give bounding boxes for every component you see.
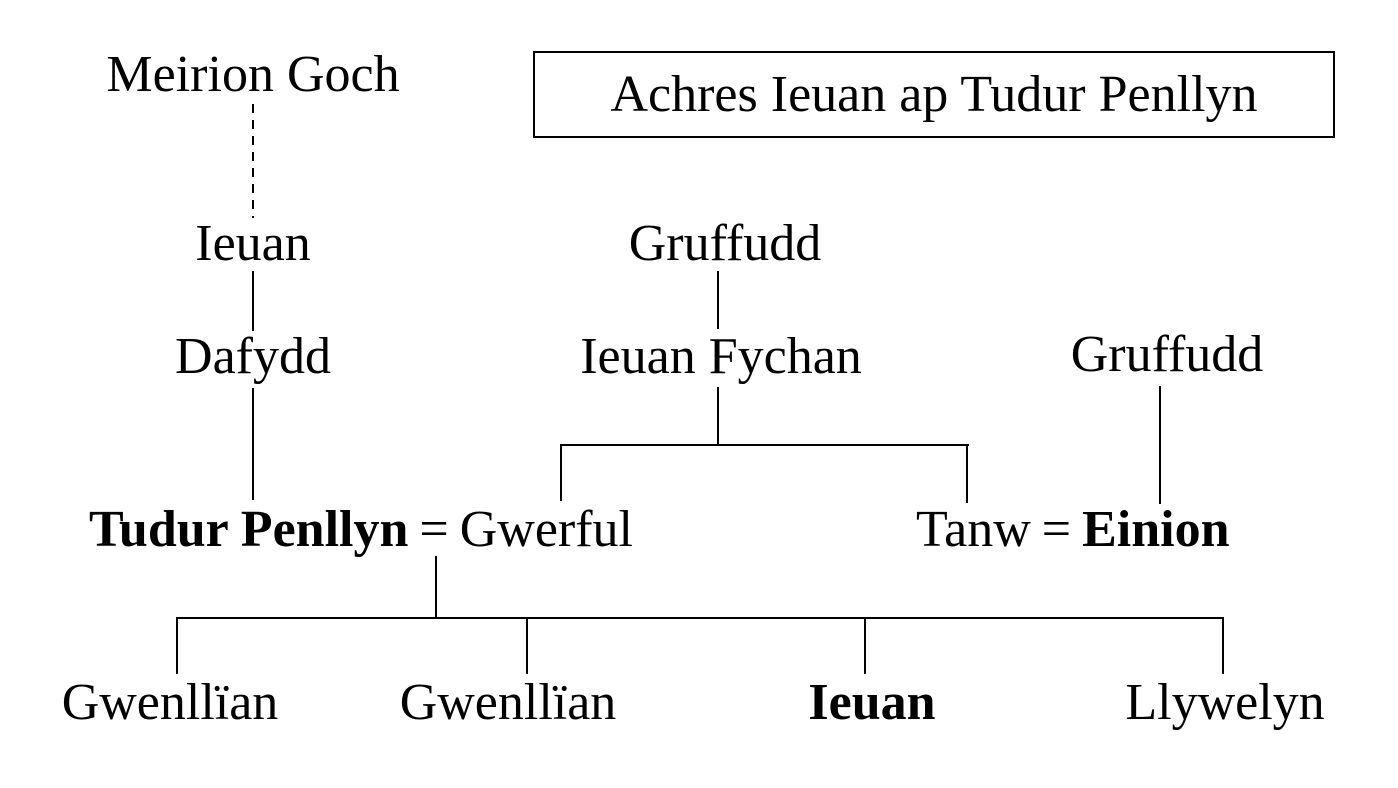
person-tudur-penllyn: Tudur Penllyn bbox=[89, 501, 409, 558]
edge-bracket-to-tanw bbox=[966, 446, 968, 503]
edge-bracket-to-llywelyn bbox=[1222, 619, 1224, 674]
diagram-title: Achres Ieuan ap Tudur Penllyn bbox=[610, 66, 1258, 123]
person-ieuan-elder: Ieuan bbox=[195, 215, 311, 272]
edge-ieuan-to-dafydd bbox=[252, 271, 254, 331]
edge-marriage-stem bbox=[435, 556, 437, 617]
bracket-ieuan-fychan-children bbox=[560, 444, 969, 446]
edge-gruffudd-to-einion bbox=[1159, 386, 1161, 504]
person-dafydd: Dafydd bbox=[175, 328, 331, 385]
edge-ieuan-fychan-stem bbox=[717, 387, 719, 444]
person-llywelyn: Llywelyn bbox=[1125, 674, 1325, 731]
edge-bracket-to-gwenllian-second bbox=[526, 619, 528, 674]
person-einion: Einion bbox=[1082, 501, 1230, 558]
marriage-equals-sign-right: = bbox=[1041, 501, 1072, 558]
marriage-equals-sign-left: = bbox=[419, 501, 449, 558]
marriage-tudur-gwerful: Tudur Penllyn=Gwerful bbox=[89, 501, 633, 558]
person-ieuan-fychan: Ieuan Fychan bbox=[580, 328, 862, 385]
edge-gruffudd-to-ieuan-fychan bbox=[717, 271, 719, 329]
person-ieuan-younger: Ieuan bbox=[808, 674, 936, 731]
bracket-children bbox=[176, 617, 1224, 619]
title-box: Achres Ieuan ap Tudur Penllyn bbox=[533, 51, 1335, 138]
marriage-tanw-einion: Tanw=Einion bbox=[916, 501, 1230, 558]
person-tanw: Tanw bbox=[916, 501, 1031, 558]
edge-bracket-to-ieuan-younger bbox=[864, 619, 866, 674]
person-meirion-goch: Meirion Goch bbox=[106, 46, 400, 103]
person-gwerful: Gwerful bbox=[459, 501, 633, 558]
edge-meirion-goch-to-ieuan-dashed bbox=[252, 104, 254, 218]
edge-bracket-to-gwenllian-first bbox=[176, 619, 178, 674]
person-gruffudd-middle: Gruffudd bbox=[628, 215, 822, 272]
person-gwenllian-second: Gwenllïan bbox=[399, 674, 617, 731]
edge-dafydd-to-tudur-penllyn bbox=[252, 388, 254, 500]
edge-bracket-to-gwerful bbox=[560, 446, 562, 501]
person-gruffudd-right: Gruffudd bbox=[1070, 326, 1264, 383]
person-gwenllian-first: Gwenllïan bbox=[61, 674, 279, 731]
